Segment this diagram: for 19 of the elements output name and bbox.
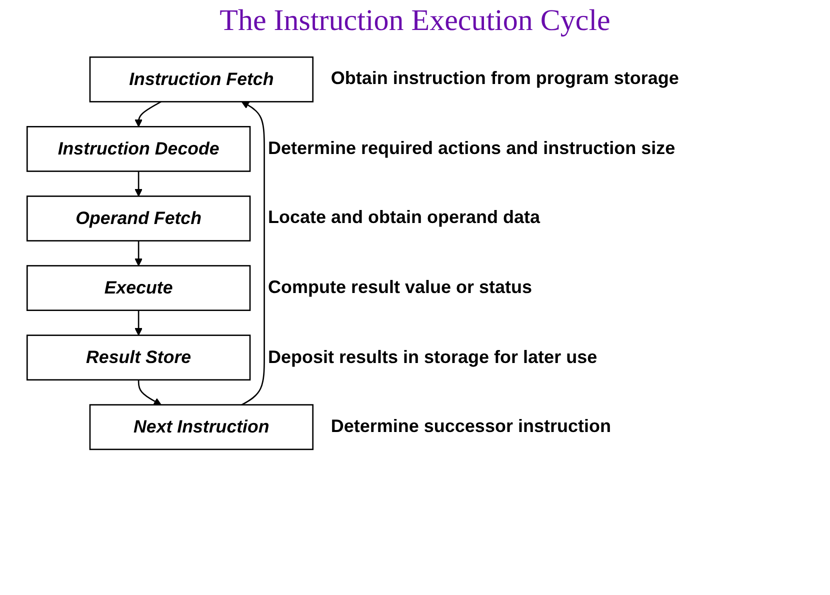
process-box: Instruction Decode	[26, 126, 251, 172]
arrow	[241, 101, 265, 406]
process-box: Operand Fetch	[26, 196, 251, 242]
arrow	[134, 101, 162, 128]
process-box: Execute	[26, 265, 251, 311]
step-description: Determine successor instruction	[330, 416, 611, 438]
process-box: Result Store	[26, 334, 251, 381]
process-box: Instruction Fetch	[89, 56, 314, 102]
arrow	[134, 171, 142, 197]
arrow	[134, 240, 142, 266]
arrow	[138, 380, 162, 406]
step-description: Compute result value or status	[268, 277, 532, 298]
process-box: Next Instruction	[89, 404, 314, 450]
step-description: Locate and obtain operand data	[268, 207, 540, 228]
step-description: Deposit results in storage for later use	[268, 346, 598, 368]
diagram-title: The Instruction Execution Cycle	[218, 4, 612, 38]
step-description: Obtain instruction from program storage	[330, 68, 679, 90]
step-description: Determine required actions and instruction size	[268, 138, 676, 159]
arrow	[134, 310, 142, 336]
